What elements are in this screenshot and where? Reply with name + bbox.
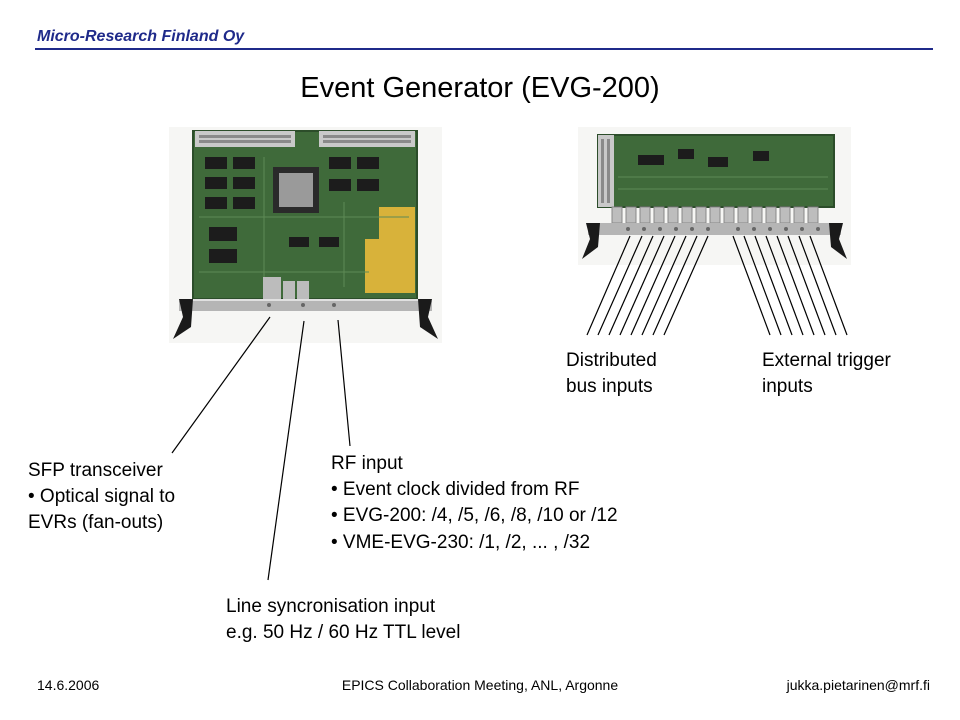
rf-line-4: • VME-EVG-230: /1, /2, ... , /32 bbox=[331, 531, 591, 553]
rf-line-3: • EVG-200: /4, /5, /6, /8, /10 or /12 bbox=[331, 505, 618, 527]
company-name: Micro-Research Finland Oy bbox=[37, 28, 245, 45]
rf-line-1: RF input bbox=[331, 453, 403, 474]
sfp-line-3: EVRs (fan-outs) bbox=[28, 512, 164, 534]
distributed-bus-label: Distributed bus inputs bbox=[566, 348, 657, 400]
external-trigger-label: External trigger inputs bbox=[762, 348, 891, 400]
slide-title: Event Generator (EVG-200) bbox=[300, 72, 660, 104]
external-trigger-line-2: inputs bbox=[762, 376, 813, 398]
external-trigger-line-1: External trigger bbox=[762, 350, 891, 371]
line-sync-label: Line syncronisation input e.g. 50 Hz / 6… bbox=[226, 594, 460, 646]
rf-line-2: • Event clock divided from RF bbox=[331, 479, 580, 501]
footer-email: jukka.pietarinen@mrf.fi bbox=[786, 677, 930, 693]
line-sync-line-1: Line syncronisation input bbox=[226, 596, 436, 617]
board-top-photo bbox=[169, 127, 442, 343]
distributed-bus-line-2: bus inputs bbox=[566, 376, 653, 398]
footer-date: 14.6.2006 bbox=[37, 677, 100, 693]
sfp-line-1: SFP transceiver bbox=[28, 460, 163, 481]
sfp-transceiver-label: SFP transceiver • Optical signal to EVRs… bbox=[28, 458, 175, 537]
sfp-line-2: • Optical signal to bbox=[28, 486, 176, 508]
board-rear-photo bbox=[578, 127, 851, 265]
header-divider bbox=[35, 48, 933, 50]
line-sync-line-2: e.g. 50 Hz / 60 Hz TTL level bbox=[226, 622, 461, 644]
distributed-bus-line-1: Distributed bbox=[566, 350, 657, 371]
rf-input-label: RF input • Event clock divided from RF •… bbox=[331, 451, 618, 556]
footer-event: EPICS Collaboration Meeting, ANL, Argonn… bbox=[341, 677, 619, 693]
